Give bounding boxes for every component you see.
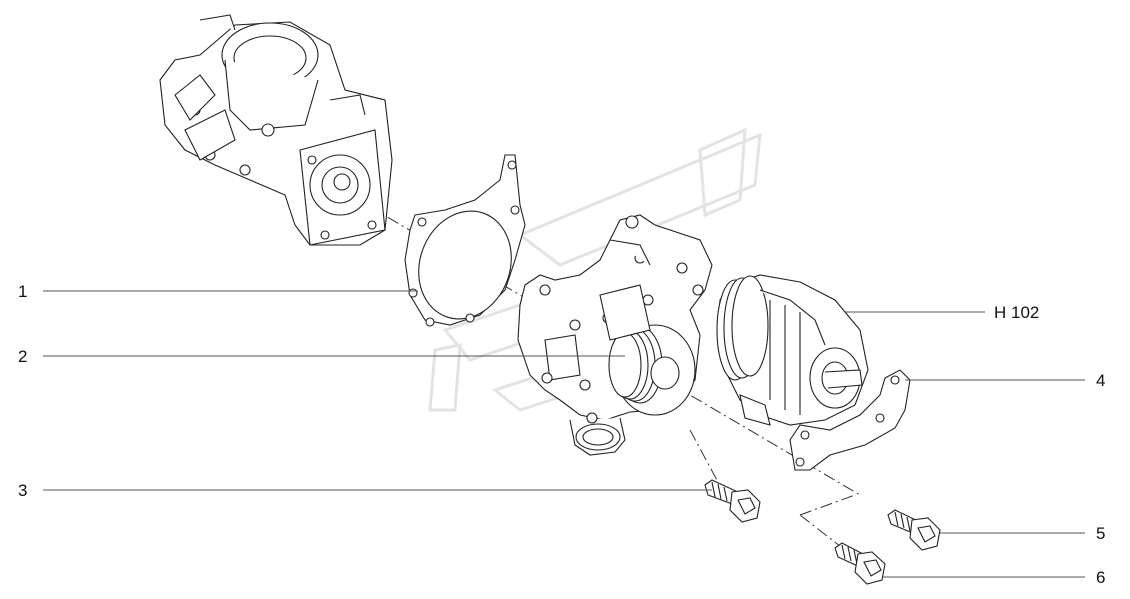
bolt-3 — [705, 480, 760, 522]
callout-2: 2 — [18, 347, 28, 366]
water-pump — [518, 215, 712, 455]
callout-6: 6 — [1096, 568, 1106, 587]
callout-3: 3 — [18, 481, 28, 500]
callout-4: 4 — [1096, 371, 1106, 390]
callout-5: 5 — [1096, 524, 1106, 543]
bolt-6 — [835, 543, 885, 584]
callout-ref: H 102 — [994, 303, 1040, 322]
bolt-5 — [888, 510, 940, 550]
gasket — [404, 155, 526, 332]
alternator — [717, 275, 868, 425]
callout-1: 1 — [18, 282, 28, 301]
engine-housing — [160, 15, 392, 245]
leader-lines — [43, 290, 1085, 578]
